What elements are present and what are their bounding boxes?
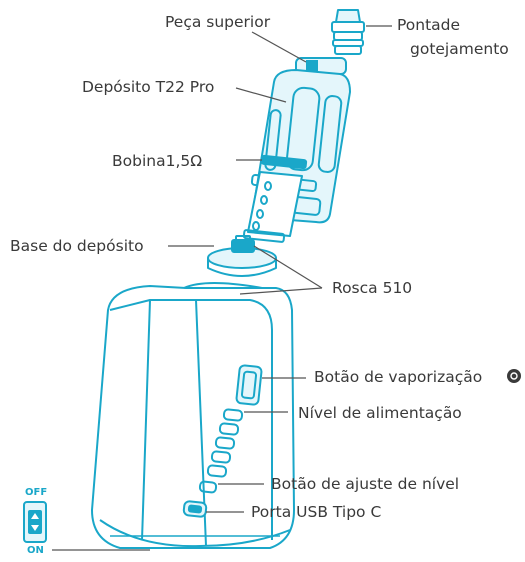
coil (242, 154, 308, 243)
leader-tank (235, 87, 287, 103)
label-adjust-button: Botão de ajuste de nível (271, 475, 460, 493)
label-power-level: Nível de alimentação (298, 404, 462, 422)
label-tank: Depósito T22 Pro (82, 78, 215, 96)
on-off-switch-icon (23, 501, 47, 543)
switch-off-label: OFF (25, 487, 48, 498)
mod-body (91, 282, 295, 549)
label-drip-tip-line1: Pontade (397, 16, 461, 34)
label-usb-port: Porta USB Tipo C (251, 503, 382, 521)
label-drip-tip-line2: gotejamento (410, 40, 509, 58)
label-top-cap: Peça superior (165, 13, 271, 31)
leader-thread-2 (239, 287, 323, 295)
label-thread: Rosca 510 (332, 279, 413, 297)
leader-thread-1 (253, 245, 323, 289)
fire-button-icon (507, 369, 521, 383)
drip-tip (331, 9, 365, 55)
label-fire-button: Botão de vaporização (314, 368, 483, 386)
top-cap (295, 57, 347, 75)
tank-base (207, 235, 277, 277)
switch-on-label: ON (27, 545, 44, 556)
label-coil: Bobina1,5Ω (112, 152, 203, 170)
leader-top-cap (251, 31, 307, 63)
label-tank-base: Base do depósito (10, 237, 144, 255)
